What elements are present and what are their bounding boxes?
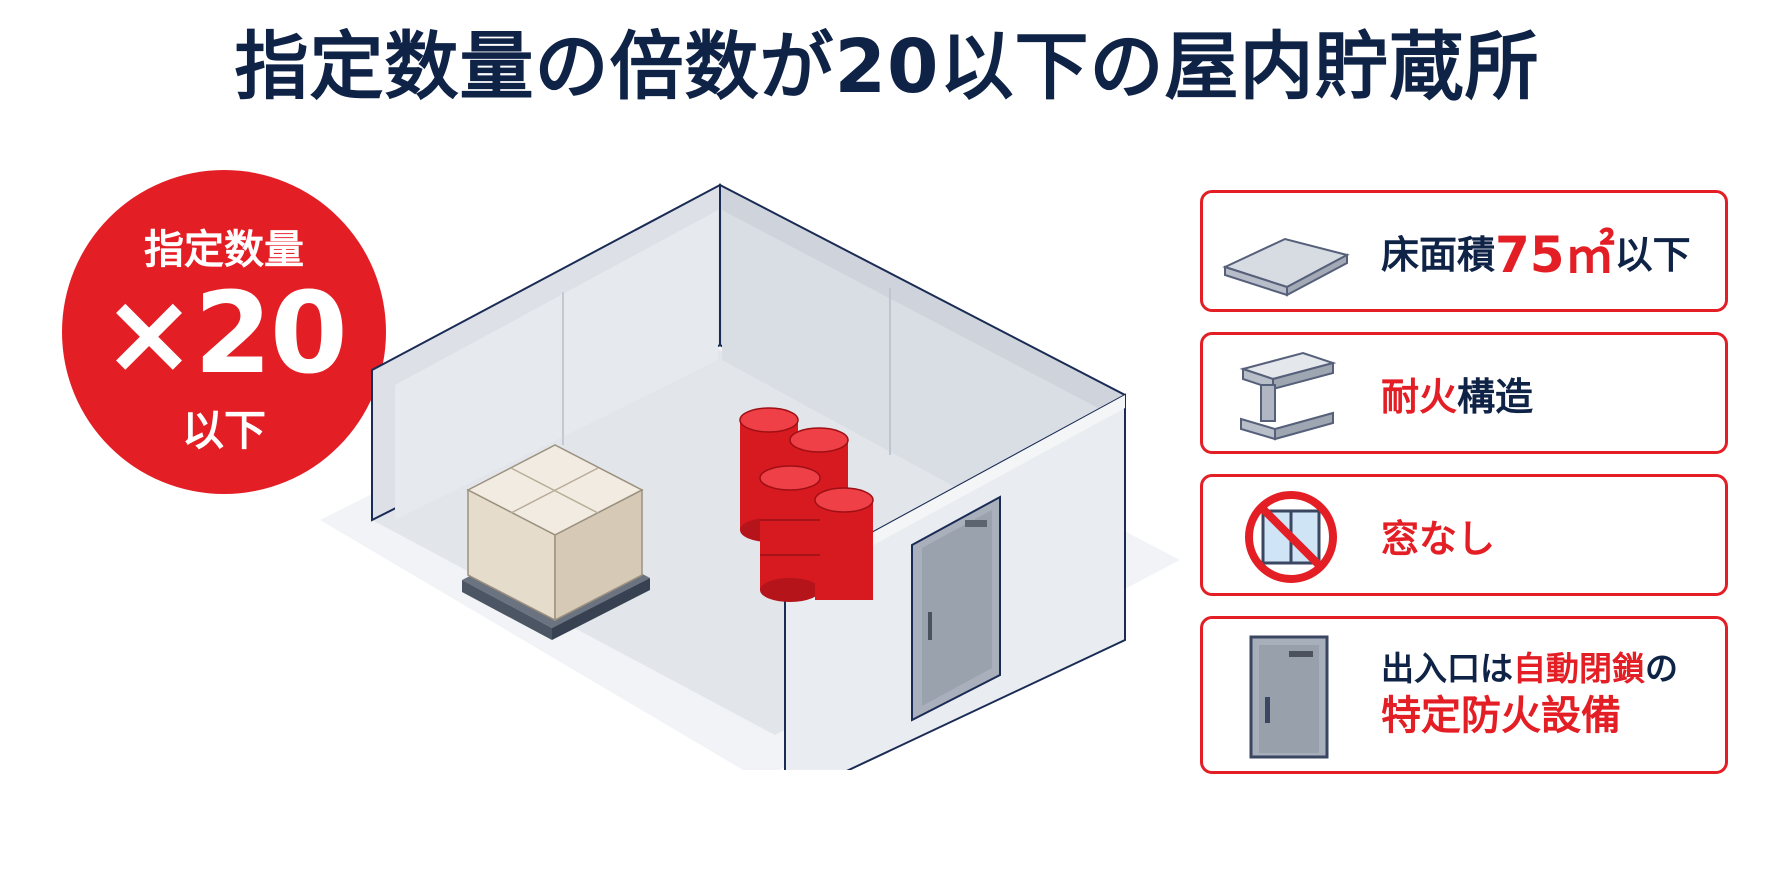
no-window-text: 窓なし (1381, 516, 1496, 561)
floor-slab-icon (1222, 237, 1350, 297)
quantity-badge: 指定数量 ×20 以下 (62, 170, 386, 494)
fireproof-text: 耐火構造 (1381, 374, 1534, 419)
badge-line-3: 以下 (181, 406, 266, 455)
oil-drums (739, 407, 874, 602)
requirement-door: 出入口は自動閉鎖の 特定防火設備 (1200, 616, 1728, 774)
no-window-icon (1245, 491, 1337, 583)
door-text: 出入口は自動閉鎖の 特定防火設備 (1381, 648, 1678, 740)
room-door-leaf (922, 510, 992, 706)
steel-beam-icon (1239, 351, 1337, 441)
requirement-fireproof: 耐火構造 (1200, 332, 1728, 454)
door-icon (1249, 635, 1329, 759)
badge-multiplier: ×20 (102, 269, 348, 399)
floor-area-value: 75㎡ (1495, 226, 1615, 284)
badge-line-1: 指定数量 (144, 227, 304, 273)
back-wall-left-inner (395, 210, 718, 520)
page-title: 指定数量の倍数が20以下の屋内貯蔵所 (234, 24, 1540, 110)
requirement-no-windows: 窓なし (1200, 474, 1728, 596)
storage-room-illustration (320, 183, 1180, 770)
